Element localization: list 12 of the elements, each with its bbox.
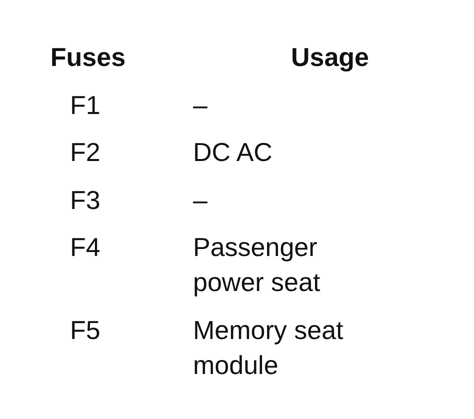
fuse-label: F2 [70, 136, 102, 169]
column-header: Usage [290, 41, 370, 74]
fuse-label: F5 [70, 314, 102, 347]
usage-text: – [193, 89, 208, 122]
usage-text: Passenger power seat [193, 231, 322, 299]
fuse-label: F1 [70, 89, 102, 122]
usage-text: DC AC [193, 136, 274, 169]
fuse-label: F4 [70, 231, 102, 264]
fuse-label: F3 [70, 184, 102, 217]
column-header: Fuses [49, 41, 127, 74]
usage-text: Memory seat module [193, 314, 344, 382]
usage-text: – [193, 184, 208, 217]
